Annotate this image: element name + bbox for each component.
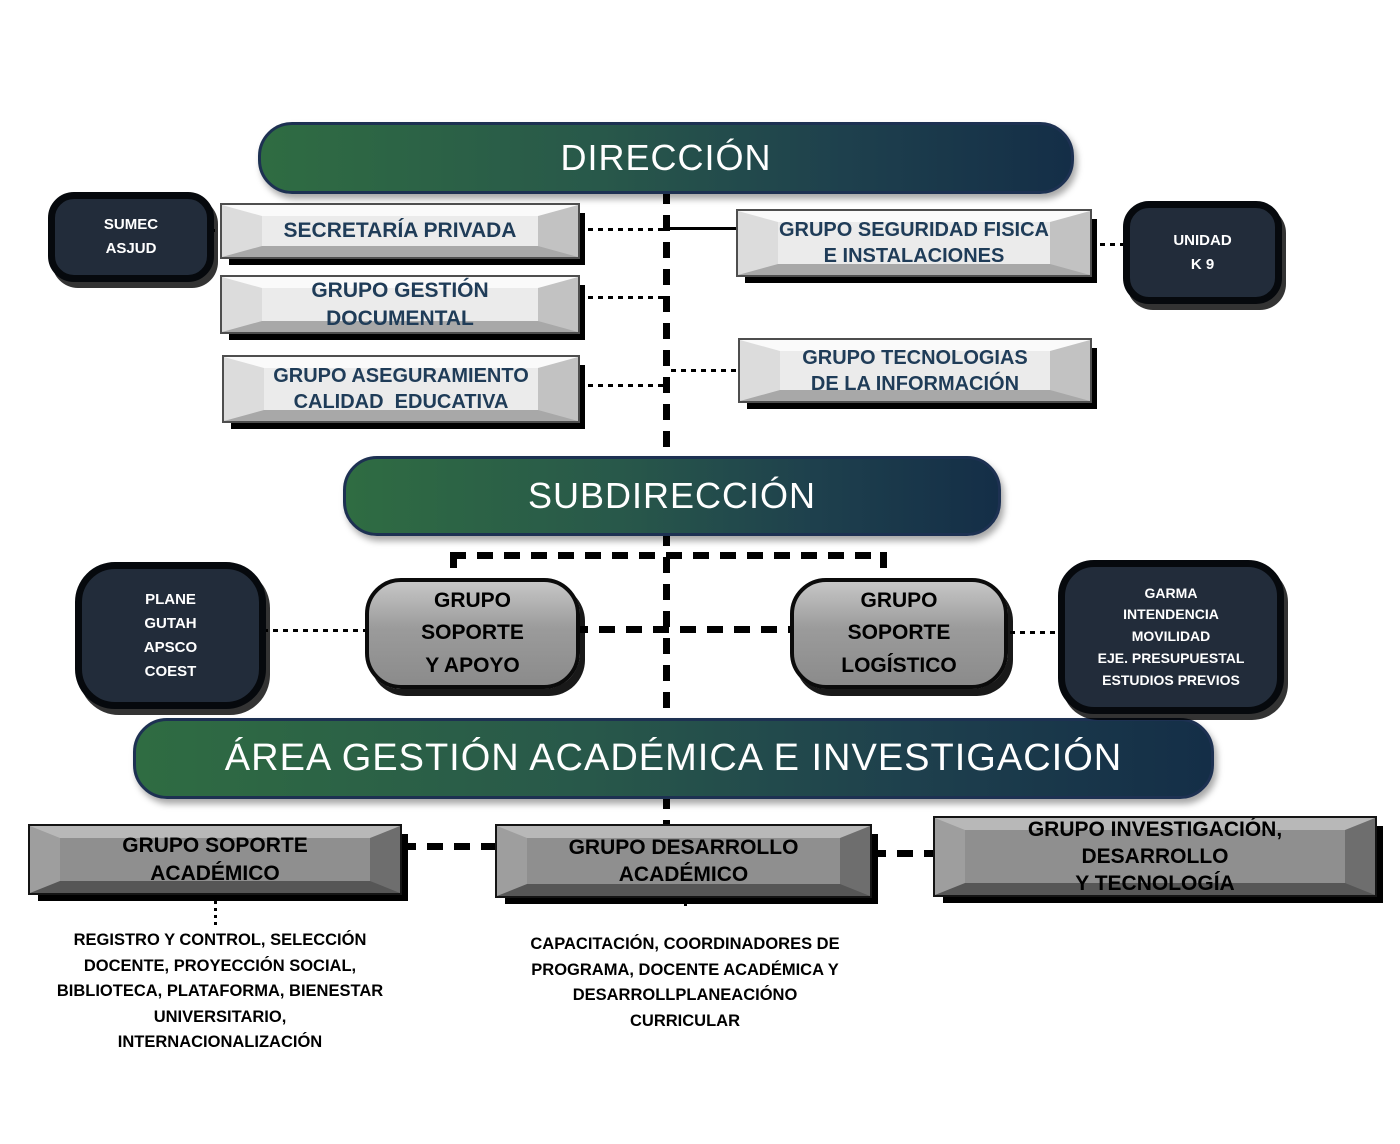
connector-bracket-right-drop (880, 552, 887, 580)
node-tecnologias-informacion-label: GRUPO TECNOLOGIAS DE LA INFORMACIÓN (802, 346, 1028, 395)
connector-spine-area-desarrollo (663, 793, 670, 826)
connector-soporteacad-desarrollo (400, 843, 497, 850)
banner-area-gestion-label: ÁREA GESTIÓN ACADÉMICA E INVESTIGACIÓN (224, 737, 1123, 779)
node-secretaria-privada: SECRETARÍA PRIVADA (220, 203, 580, 259)
node-grupo-investigacion-tecnologia-label: GRUPO INVESTIGACIÓN, DESARROLLO Y TECNOL… (1027, 817, 1283, 896)
connector-desarrollo-detail (684, 896, 687, 910)
connector-spine-subdireccion-area (663, 530, 670, 718)
node-seguridad-fisica-label: GRUPO SEGURIDAD FISICA E INSTALACIONES (778, 219, 1050, 267)
banner-direccion: DIRECCIÓN (258, 122, 1074, 194)
node-grupo-desarrollo-academico: GRUPO DESARROLLO ACADÉMICO (495, 824, 872, 898)
connector-logistico-garma (1000, 631, 1058, 634)
node-aseguramiento-calidad-label: GRUPO ASEGURAMIENTO CALIDAD EDUCATIVA (273, 365, 529, 413)
banner-direccion-label: DIRECCIÓN (560, 137, 772, 178)
banner-subdireccion: SUBDIRECCIÓN (343, 456, 1001, 536)
detail-soporte-academico-text: REGISTRO Y CONTROL, SELECCIÓN DOCENTE, P… (56, 931, 384, 1052)
connector-desarrollo-investigacion (870, 850, 935, 857)
node-tecnologias-informacion: GRUPO TECNOLOGIAS DE LA INFORMACIÓN (738, 338, 1092, 403)
connector-soporteacad-detail (214, 894, 217, 925)
banner-subdireccion-label: SUBDIRECCIÓN (527, 475, 817, 516)
connector-spine-tecnologias (671, 369, 741, 372)
node-gestion-documental-label: GRUPO GESTIÓN DOCUMENTAL (311, 279, 489, 330)
node-grupo-soporte-academico: GRUPO SOPORTE ACADÉMICO (28, 824, 402, 895)
node-grupo-soporte-logistico-label: GRUPO SOPORTE LOGÍSTICO (841, 588, 957, 677)
connector-seguridad-k9 (1090, 243, 1124, 246)
node-unidad-k9-label: UNIDAD K 9 (1173, 231, 1232, 273)
node-grupo-soporte-academico-label: GRUPO SOPORTE ACADÉMICO (122, 834, 308, 885)
node-plane-gutah-apsco-coest: PLANE GUTAH APSCO COEST (75, 562, 266, 709)
node-seguridad-fisica: GRUPO SEGURIDAD FISICA E INSTALACIONES (736, 209, 1092, 277)
node-grupo-soporte-logistico: GRUPO SOPORTE LOGÍSTICO (790, 578, 1008, 689)
node-unidad-k9: UNIDAD K 9 (1123, 201, 1282, 304)
node-grupo-soporte-apoyo-label: GRUPO SOPORTE Y APOYO (421, 588, 524, 677)
node-sumec-asjud: SUMEC ASJUD (48, 192, 214, 282)
detail-soporte-academico: REGISTRO Y CONTROL, SELECCIÓN DOCENTE, P… (40, 928, 400, 1056)
node-aseguramiento-calidad: GRUPO ASEGURAMIENTO CALIDAD EDUCATIVA (222, 355, 580, 423)
node-gestion-documental: GRUPO GESTIÓN DOCUMENTAL (220, 275, 580, 334)
connector-spine-direccion-subdireccion (663, 188, 670, 456)
detail-desarrollo-academico: CAPACITACIÓN, COORDINADORES DE PROGRAMA,… (500, 932, 870, 1034)
connector-aseguramiento-spine (578, 384, 664, 387)
connector-bracket-left-drop (450, 552, 457, 580)
connector-apoyo-logistico (572, 626, 790, 633)
banner-area-gestion: ÁREA GESTIÓN ACADÉMICA E INVESTIGACIÓN (133, 718, 1214, 799)
node-grupo-desarrollo-academico-label: GRUPO DESARROLLO ACADÉMICO (568, 835, 799, 886)
node-grupo-soporte-apoyo: GRUPO SOPORTE Y APOYO (365, 578, 580, 689)
node-sumec-asjud-label: SUMEC ASJUD (103, 216, 159, 257)
connector-gestion-spine (578, 296, 664, 299)
connector-spine-seguridad (667, 227, 739, 230)
detail-desarrollo-academico-text: CAPACITACIÓN, COORDINADORES DE PROGRAMA,… (530, 935, 840, 1030)
node-grupo-investigacion-tecnologia: GRUPO INVESTIGACIÓN, DESARROLLO Y TECNOL… (933, 816, 1377, 897)
node-plane-label: PLANE GUTAH APSCO COEST (143, 590, 198, 680)
node-garma-intendencia: GARMA INTENDENCIA MOVILIDAD EJE. PRESUPU… (1058, 560, 1284, 714)
connector-plane-apoyo (253, 629, 365, 632)
node-garma-intendencia-label: GARMA INTENDENCIA MOVILIDAD EJE. PRESUPU… (1097, 584, 1245, 688)
node-secretaria-privada-label: SECRETARÍA PRIVADA (283, 219, 517, 243)
connector-secretaria-spine (578, 228, 664, 231)
connector-bracket-top (450, 552, 887, 559)
